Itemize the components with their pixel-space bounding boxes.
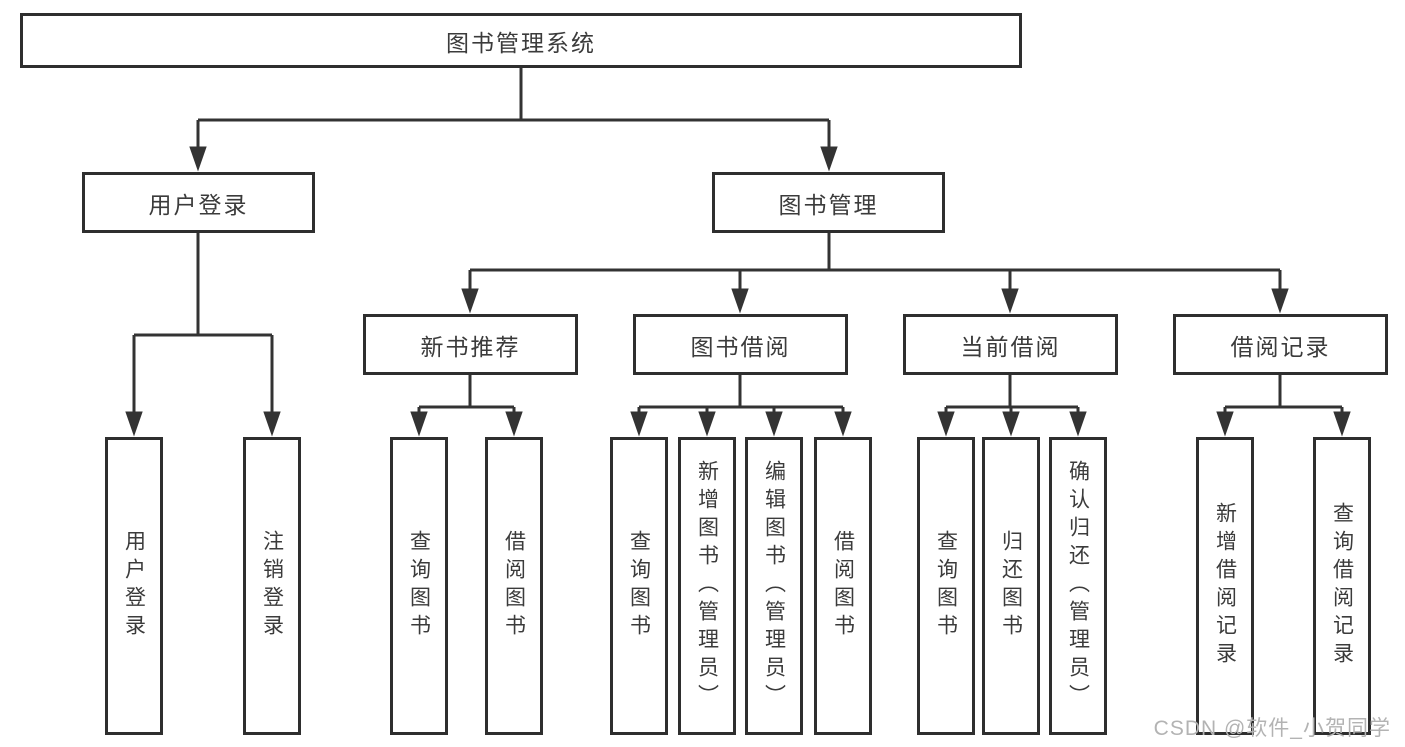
node-label: 编辑图书（管理员） [762,460,786,712]
node-label: 图书借阅 [690,333,791,360]
leaf-confirm-return-admin: 确认归还（管理员） [1049,437,1107,735]
leaf-borrow-books: 借阅图书 [485,437,543,735]
node-label: 查询图书 [627,530,651,642]
node-label: 新增图书（管理员） [695,460,719,712]
node-label: 归还图书 [999,530,1023,642]
leaf-add-books-admin: 新增图书（管理员） [678,437,736,735]
node-label: 用户登录 [122,530,146,642]
node-label: 查询图书 [407,530,431,642]
node-label: 注销登录 [260,530,284,642]
node-label: 借阅记录 [1230,333,1331,360]
node-book-management: 图书管理 [712,172,945,233]
node-label: 查询借阅记录 [1330,502,1354,670]
node-book-borrowing: 图书借阅 [633,314,848,375]
node-label: 新增借阅记录 [1213,502,1237,670]
leaf-query-books: 查询图书 [917,437,975,735]
leaf-add-borrow-record: 新增借阅记录 [1196,437,1254,735]
node-label: 借阅图书 [831,530,855,642]
node-label: 用户登录 [148,191,249,218]
node-library-management-system: 图书管理系统 [20,13,1022,68]
leaf-query-borrow-record: 查询借阅记录 [1313,437,1371,735]
leaf-edit-books-admin: 编辑图书（管理员） [745,437,803,735]
node-new-book-recommendation: 新书推荐 [363,314,578,375]
node-label: 确认归还（管理员） [1066,460,1090,712]
leaf-return-books: 归还图书 [982,437,1040,735]
node-label: 查询图书 [934,530,958,642]
leaf-user-login: 用户登录 [105,437,163,735]
csdn-watermark: CSDN @软件_小贺同学 [1153,717,1391,740]
node-user-login: 用户登录 [82,172,315,233]
leaf-query-books: 查询图书 [610,437,668,735]
node-label: 借阅图书 [502,530,526,642]
leaf-borrow-books: 借阅图书 [814,437,872,735]
leaf-query-books: 查询图书 [390,437,448,735]
node-borrowing-records: 借阅记录 [1173,314,1388,375]
node-label: 图书管理系统 [446,29,596,56]
node-current-borrowing: 当前借阅 [903,314,1118,375]
node-label: 新书推荐 [420,333,521,360]
leaf-logout: 注销登录 [243,437,301,735]
node-label: 当前借阅 [960,333,1061,360]
node-label: 图书管理 [778,191,879,218]
